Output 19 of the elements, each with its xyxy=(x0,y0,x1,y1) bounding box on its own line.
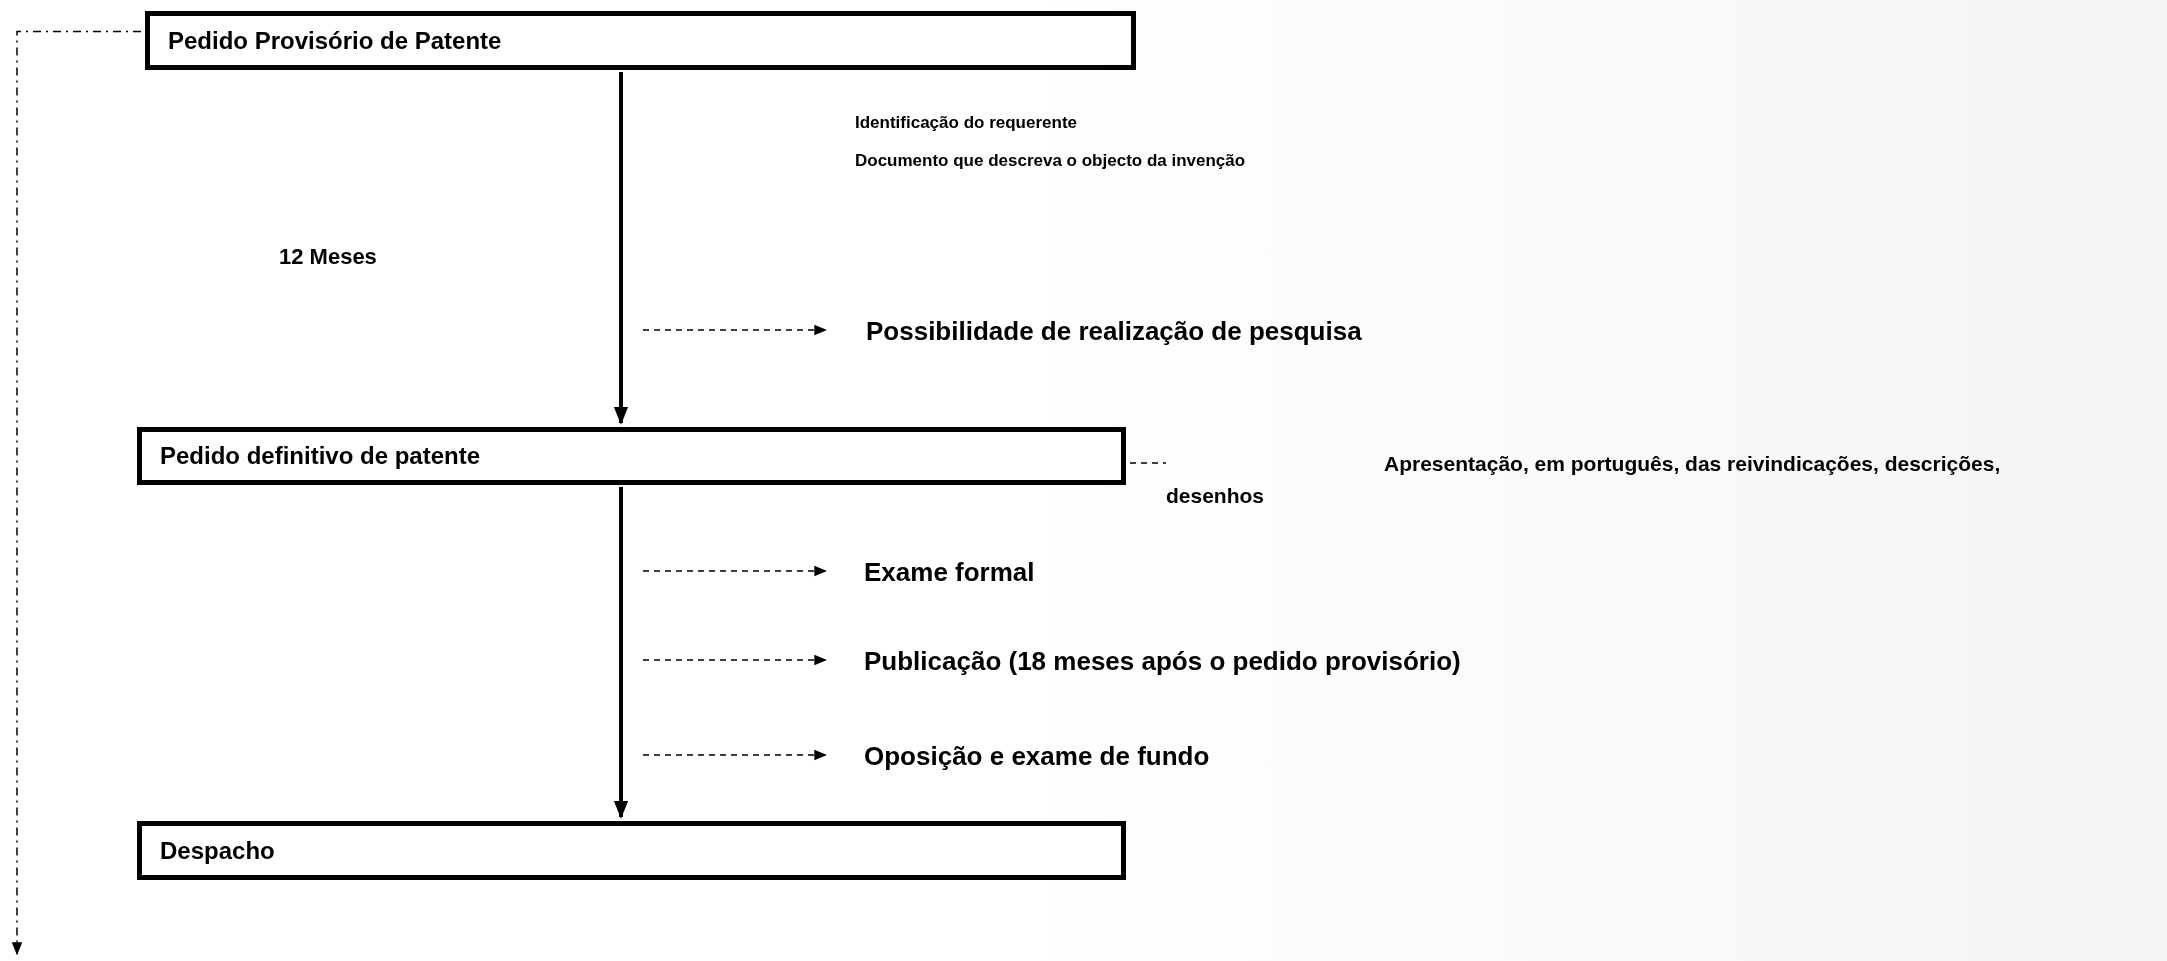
duration-label: 12 Meses xyxy=(279,243,377,271)
arrow xyxy=(613,72,629,425)
requirement-text: Identificação do requerente xyxy=(855,112,1077,134)
step-text: Oposição e exame de fundo xyxy=(832,737,1532,771)
dashed-arrow xyxy=(642,749,828,761)
arrow xyxy=(613,487,629,819)
process-box: Despacho xyxy=(137,821,1126,880)
dashed-connector xyxy=(11,30,142,956)
dashed-arrow xyxy=(642,565,828,577)
requirement-text: Documento que descreva o objecto da invenção xyxy=(855,150,1246,172)
process-box: Pedido definitivo de patente xyxy=(137,427,1126,485)
dashed-connector xyxy=(1129,462,1167,464)
note-text: Apresentação, em português, das reivindicações, descrições, desenhos xyxy=(1166,448,2046,512)
step-text: Exame formal xyxy=(832,553,1332,587)
step-text: Publicação (18 meses após o pedido provisório) xyxy=(832,642,1732,676)
step-text: Possibilidade de realização de pesquisa xyxy=(832,312,1652,346)
dashed-arrow xyxy=(642,324,828,336)
process-box: Pedido Provisório de Patente xyxy=(145,11,1136,70)
dashed-arrow xyxy=(642,654,828,666)
